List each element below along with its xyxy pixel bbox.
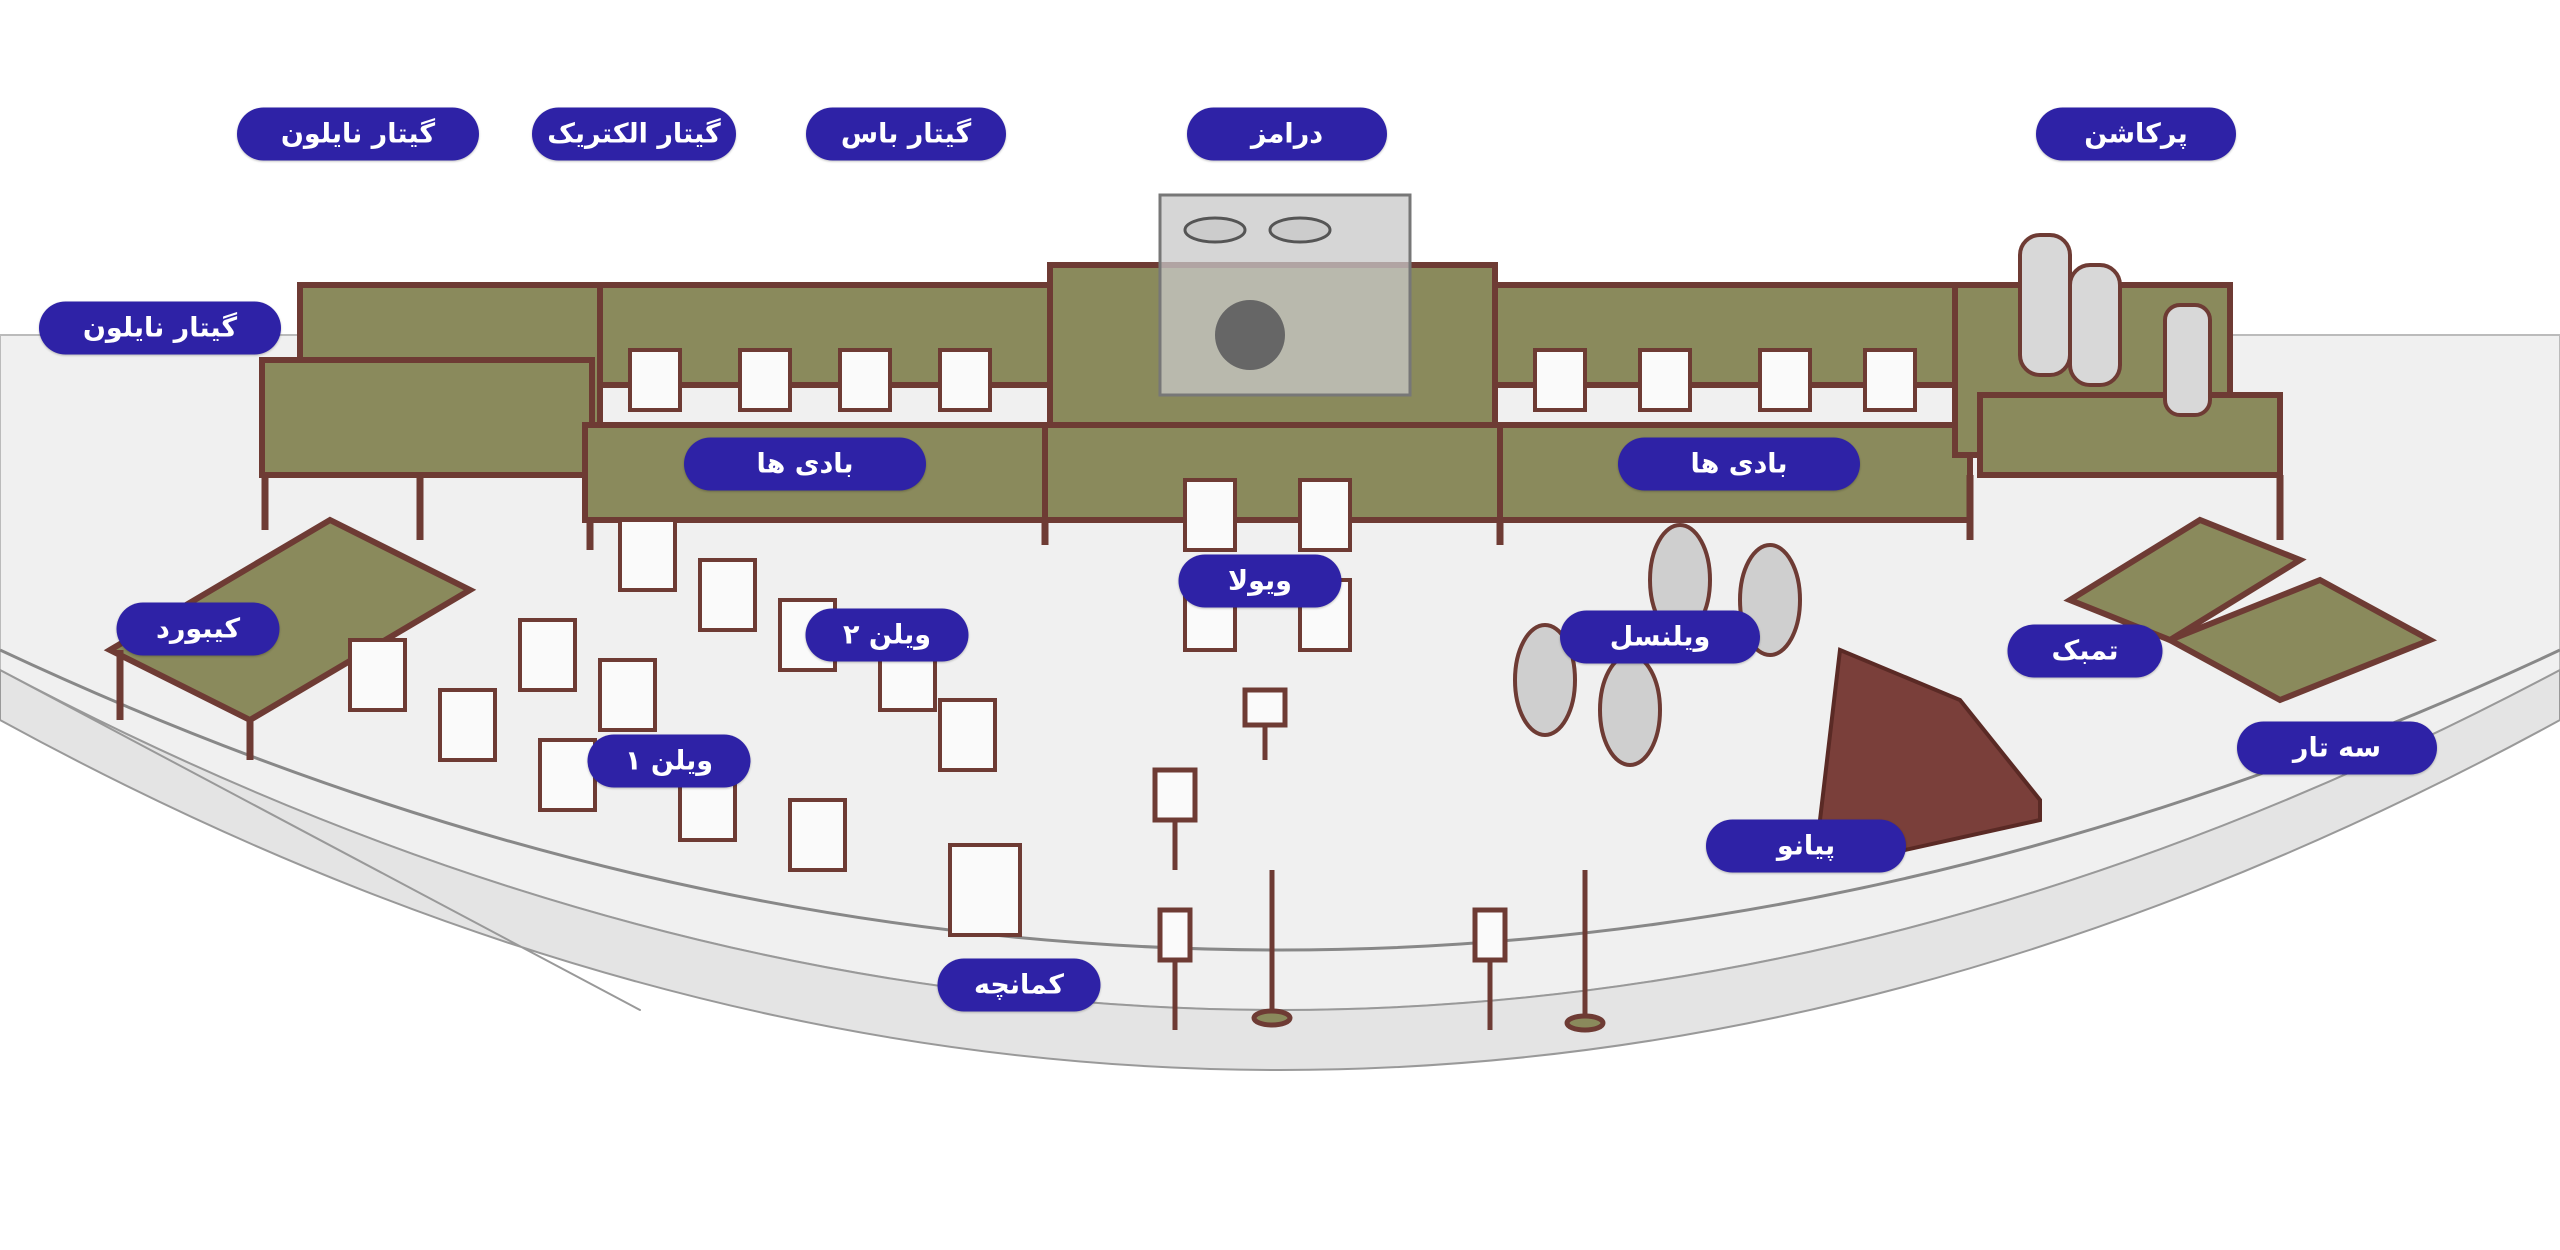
- drum-booth: [1158, 193, 1412, 397]
- label-winds-left: بادی ها: [684, 437, 926, 491]
- label-tombak: تمبک: [2007, 624, 2163, 678]
- riser-legs: [116, 475, 2284, 760]
- stage-inner-edge: [0, 648, 2560, 952]
- label-bass-guitar: گیتار باس: [806, 107, 1006, 161]
- label-setar: سه تار: [2237, 721, 2437, 775]
- label-violin-2: ویلن ۲: [805, 608, 969, 662]
- label-kamancheh: کمانچه: [937, 958, 1101, 1012]
- label-nylon-guitar-left: گیتار نایلون: [39, 301, 281, 355]
- label-electric-guitar: گیتار الکتریک: [532, 107, 736, 161]
- label-piano: پیانو: [1706, 819, 1906, 873]
- music-stands: [1152, 687, 1606, 1033]
- congas: [2018, 233, 2212, 417]
- label-viola: ویولا: [1178, 554, 1342, 608]
- label-keyboard: کیبورد: [116, 602, 280, 656]
- label-cello: ویلنسل: [1560, 610, 1760, 664]
- label-drums: درامز: [1187, 107, 1387, 161]
- label-percussion: پرکاشن: [2036, 107, 2236, 161]
- cellos: [1513, 523, 1802, 767]
- label-violin-1: ویلن ۱: [587, 734, 751, 788]
- stage-edge-band: [0, 668, 2560, 1071]
- label-winds-right: بادی ها: [1618, 437, 1860, 491]
- label-nylon-guitar-top: گیتار نایلون: [237, 107, 479, 161]
- chairs: [348, 348, 1917, 937]
